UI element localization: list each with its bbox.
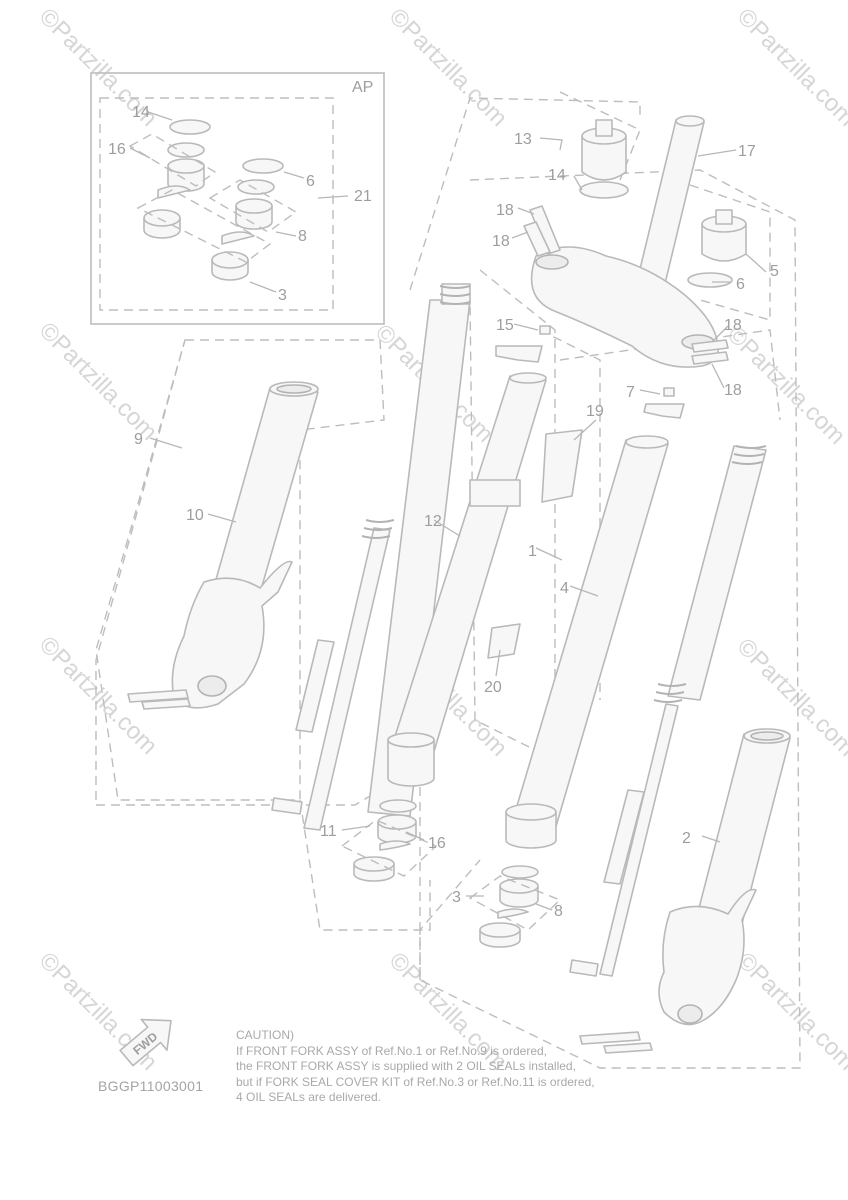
part-7-bracket xyxy=(643,403,685,419)
callout-8b: 8 xyxy=(554,903,563,920)
callout-2: 2 xyxy=(682,830,691,847)
callout-6b: 6 xyxy=(736,276,745,293)
part-19-sleeve xyxy=(541,429,583,503)
callout-18d: 18 xyxy=(724,382,742,399)
callout-11: 11 xyxy=(320,823,337,840)
callout-4: 4 xyxy=(560,580,569,597)
callout-14a: 14 xyxy=(132,104,150,121)
part-10-outer-tube xyxy=(127,381,319,710)
right-inner-tube xyxy=(569,445,767,977)
callout-14b: 14 xyxy=(548,167,566,184)
callout-19: 19 xyxy=(586,403,604,420)
caution-note: CAUTION) If FRONT FORK ASSY of Ref.No.1 … xyxy=(236,1028,596,1106)
callout-20: 20 xyxy=(484,679,502,696)
caution-line-3: the FRONT FORK ASSY is supplied with 2 O… xyxy=(236,1059,576,1073)
watermark-3: ©Partzilla.com xyxy=(732,3,848,132)
diagram-code: BGGP11003001 xyxy=(98,1078,204,1094)
callout-10: 10 xyxy=(186,507,204,524)
part-2-outer-tube xyxy=(579,728,791,1054)
left-spring xyxy=(439,285,471,305)
callout-3b: 3 xyxy=(452,889,461,906)
caution-line-5: 4 OIL SEALs are delivered. xyxy=(236,1090,381,1104)
watermark-12: ©Partzilla.com xyxy=(732,947,848,1076)
part-7-nut xyxy=(663,387,675,397)
part-12-inner-tube xyxy=(367,283,547,817)
callout-5: 5 xyxy=(770,263,779,280)
caution-line-4: but if FORK SEAL COVER KIT of Ref.No.3 o… xyxy=(236,1074,595,1089)
part-5-top-cap xyxy=(687,209,747,288)
callout-16a: 16 xyxy=(108,141,126,158)
callout-9: 9 xyxy=(134,431,143,448)
caution-line-1: CAUTION) xyxy=(236,1028,294,1042)
part-4-outer-tube xyxy=(505,435,669,849)
left-damper-rod xyxy=(271,519,395,831)
callout-15: 15 xyxy=(496,317,514,334)
callout-3a: 3 xyxy=(278,287,287,304)
lower-seal-stack-11 xyxy=(340,799,438,882)
caution-line-2: If FRONT FORK ASSY of Ref.No.1 or Ref.No… xyxy=(236,1043,548,1058)
part-20-sleeve xyxy=(487,623,521,659)
callout-7: 7 xyxy=(626,384,635,401)
callout-17: 17 xyxy=(738,143,756,160)
callout-21: 21 xyxy=(354,188,372,205)
callout-16b: 16 xyxy=(428,835,446,852)
part-17-steering-stem xyxy=(523,115,729,368)
group-outline-9 xyxy=(95,339,385,801)
callout-18b: 18 xyxy=(492,233,510,250)
callout-8a: 8 xyxy=(298,228,307,245)
callout-numbers: 14 16 6 21 8 3 13 14 17 18 18 5 6 15 18 … xyxy=(108,104,779,920)
ap-inset: AP xyxy=(90,72,385,325)
callout-12: 12 xyxy=(424,513,442,530)
part-13-top-cap xyxy=(579,119,629,199)
part-15-nut xyxy=(539,325,551,335)
callout-18a: 18 xyxy=(496,202,514,219)
watermark-2: ©Partzilla.com xyxy=(384,3,513,132)
callout-13: 13 xyxy=(514,131,532,148)
inset-label: AP xyxy=(352,79,373,96)
callout-1: 1 xyxy=(528,543,537,560)
callout-18c: 18 xyxy=(724,317,742,334)
lower-seal-stack-3 xyxy=(468,865,562,948)
leader-lines xyxy=(149,137,767,911)
watermark-4: ©Partzilla.com xyxy=(34,317,163,446)
part-15-bracket xyxy=(495,345,543,363)
callout-6a: 6 xyxy=(306,173,315,190)
